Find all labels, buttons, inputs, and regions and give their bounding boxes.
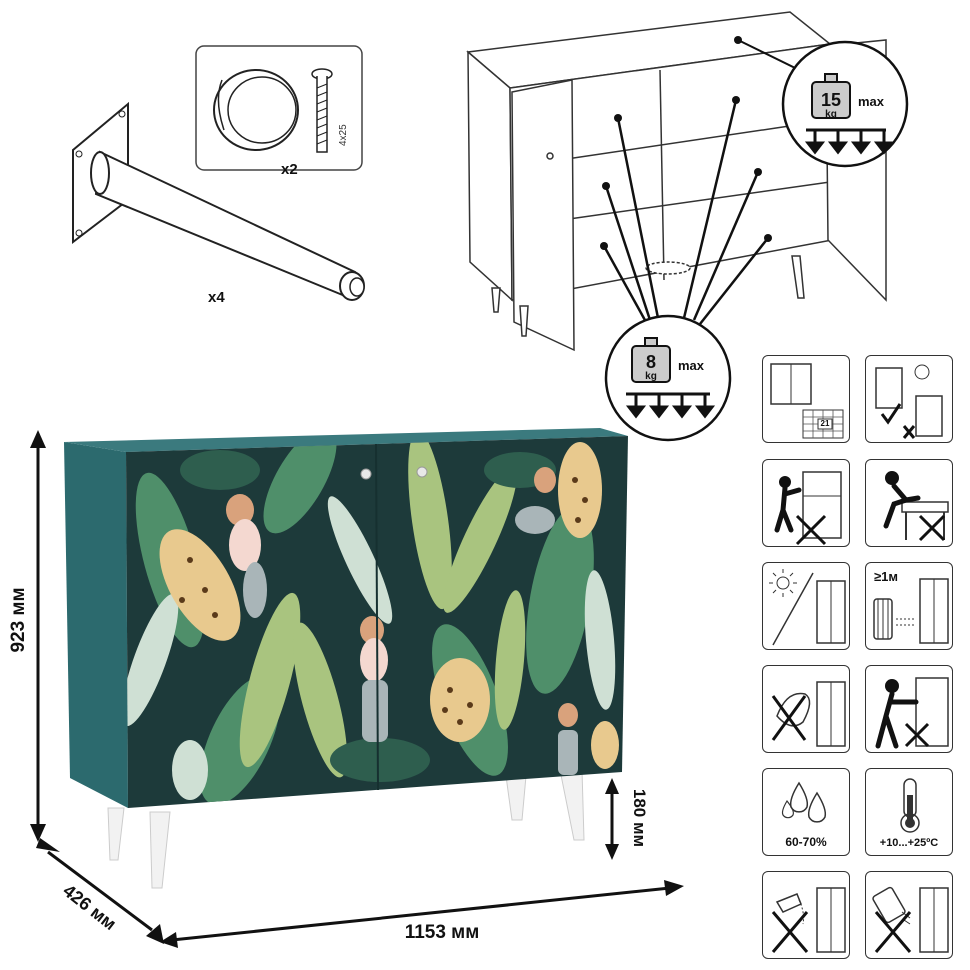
temperature-label: +10...+25ºC — [879, 837, 939, 849]
no-wet-cleaning-icon — [762, 665, 850, 753]
top-weight-value: 15 — [821, 90, 841, 110]
sideboard-product — [64, 428, 628, 889]
depth-dimension: 426 мм — [59, 880, 120, 934]
heater-distance-label: ≥1м — [874, 569, 898, 584]
width-dimension: 1153 мм — [405, 922, 480, 943]
top-weight-unit: kg — [825, 109, 837, 120]
no-sitting-icon — [865, 459, 953, 547]
no-pushing-icon — [865, 665, 953, 753]
temperature-icon: +10...+25ºC — [865, 768, 953, 856]
humidity-label: 60-70% — [785, 835, 827, 849]
check-package-icon — [865, 355, 953, 443]
knob-left — [360, 468, 372, 480]
room-placement-icon: 21 — [762, 355, 850, 443]
tile-number: 21 — [820, 419, 830, 428]
no-sunlight-icon — [762, 562, 850, 650]
no-liquid-spill-icon — [762, 871, 850, 959]
leg-quantity: x4 — [208, 289, 225, 306]
shelf-load-callout — [600, 96, 772, 442]
shelf-weight-unit: kg — [645, 371, 657, 382]
knob-quantity: x2 — [281, 161, 298, 178]
shelf-weight-value: 8 — [646, 352, 656, 372]
no-chemicals-icon — [865, 871, 953, 959]
top-weight-max: max — [858, 94, 885, 109]
leg-hardware-illustration — [72, 101, 365, 301]
dimension-arrows — [30, 430, 684, 948]
shelf-weight-max: max — [678, 358, 705, 373]
screw-size: 4x25 — [338, 124, 349, 146]
knob-right — [416, 466, 428, 478]
top-load-callout — [734, 36, 909, 168]
no-climbing-icon — [762, 459, 850, 547]
heater-distance-icon: ≥1м — [865, 562, 953, 650]
knob-hardware-box — [195, 45, 363, 171]
leg-height-dimension: 180 мм — [630, 789, 649, 847]
height-dimension: 923 мм — [8, 587, 29, 652]
humidity-icon: 60-70% — [762, 768, 850, 856]
